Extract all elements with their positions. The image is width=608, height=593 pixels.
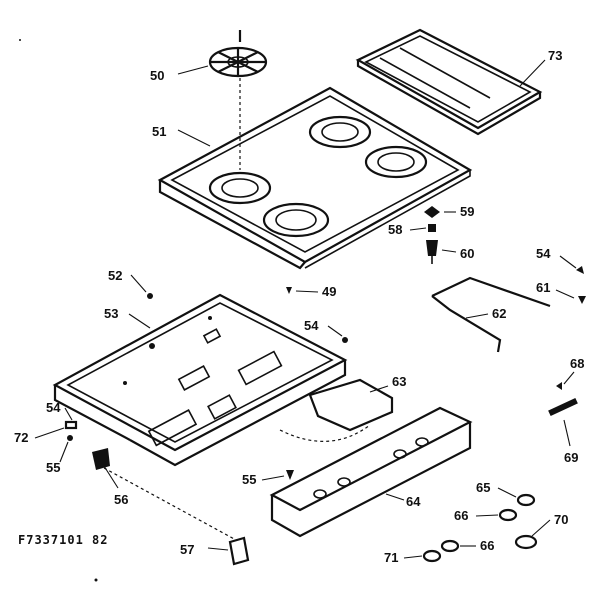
- label-63: 63: [392, 374, 406, 389]
- label-54-left: 54: [46, 400, 61, 415]
- label-64: 64: [406, 494, 421, 509]
- label-62: 62: [492, 306, 506, 321]
- valve-assembly-part: [424, 206, 440, 264]
- knob-57-part: [228, 536, 250, 566]
- knob-set-part: [422, 493, 538, 563]
- screw-55-lower-part: [286, 470, 294, 480]
- label-61: 61: [536, 280, 550, 295]
- leader-lines: [34, 59, 577, 559]
- screw-49-part: [286, 287, 292, 294]
- label-54-mid: 54: [304, 318, 319, 333]
- label-55-lower: 55: [242, 472, 256, 487]
- left-bracket-parts: [64, 420, 237, 541]
- label-66-upper: 66: [454, 508, 468, 523]
- label-52: 52: [108, 268, 122, 283]
- label-49: 49: [322, 284, 336, 299]
- right-small-parts: [576, 266, 586, 304]
- label-70: 70: [554, 512, 568, 527]
- label-53: 53: [104, 306, 118, 321]
- strip-parts: [548, 382, 578, 417]
- diagram-code: F7337101 82: [18, 533, 108, 547]
- label-66-lower: 66: [480, 538, 494, 553]
- label-60: 60: [460, 246, 474, 261]
- label-69: 69: [564, 450, 578, 465]
- label-72: 72: [14, 430, 28, 445]
- label-56: 56: [114, 492, 128, 507]
- cooktop-part: [157, 86, 473, 270]
- glass-cover-part: [355, 28, 543, 136]
- label-58: 58: [388, 222, 402, 237]
- label-54-right: 54: [536, 246, 551, 261]
- label-57: 57: [180, 542, 194, 557]
- burner-box-part: [52, 293, 371, 467]
- screw-54-mid-part: [342, 337, 348, 343]
- wire-bracket-part: [431, 276, 551, 353]
- bracket-63-part: [308, 378, 394, 432]
- burner-grate-part: [208, 30, 268, 170]
- label-73: 73: [548, 48, 562, 63]
- control-panel-part: [269, 406, 473, 538]
- label-59: 59: [460, 204, 474, 219]
- stray-dot: [19, 39, 21, 41]
- stray-dot: [94, 578, 98, 582]
- label-55-left: 55: [46, 460, 60, 475]
- screw-52-part: [147, 293, 153, 299]
- label-65: 65: [476, 480, 490, 495]
- label-68: 68: [570, 356, 584, 371]
- label-50: 50: [150, 68, 164, 83]
- label-51: 51: [152, 124, 166, 139]
- part-labels: 50 51 73 59 58 60 49 52 53 54 54 61 62 6…: [14, 48, 584, 565]
- label-71: 71: [384, 550, 398, 565]
